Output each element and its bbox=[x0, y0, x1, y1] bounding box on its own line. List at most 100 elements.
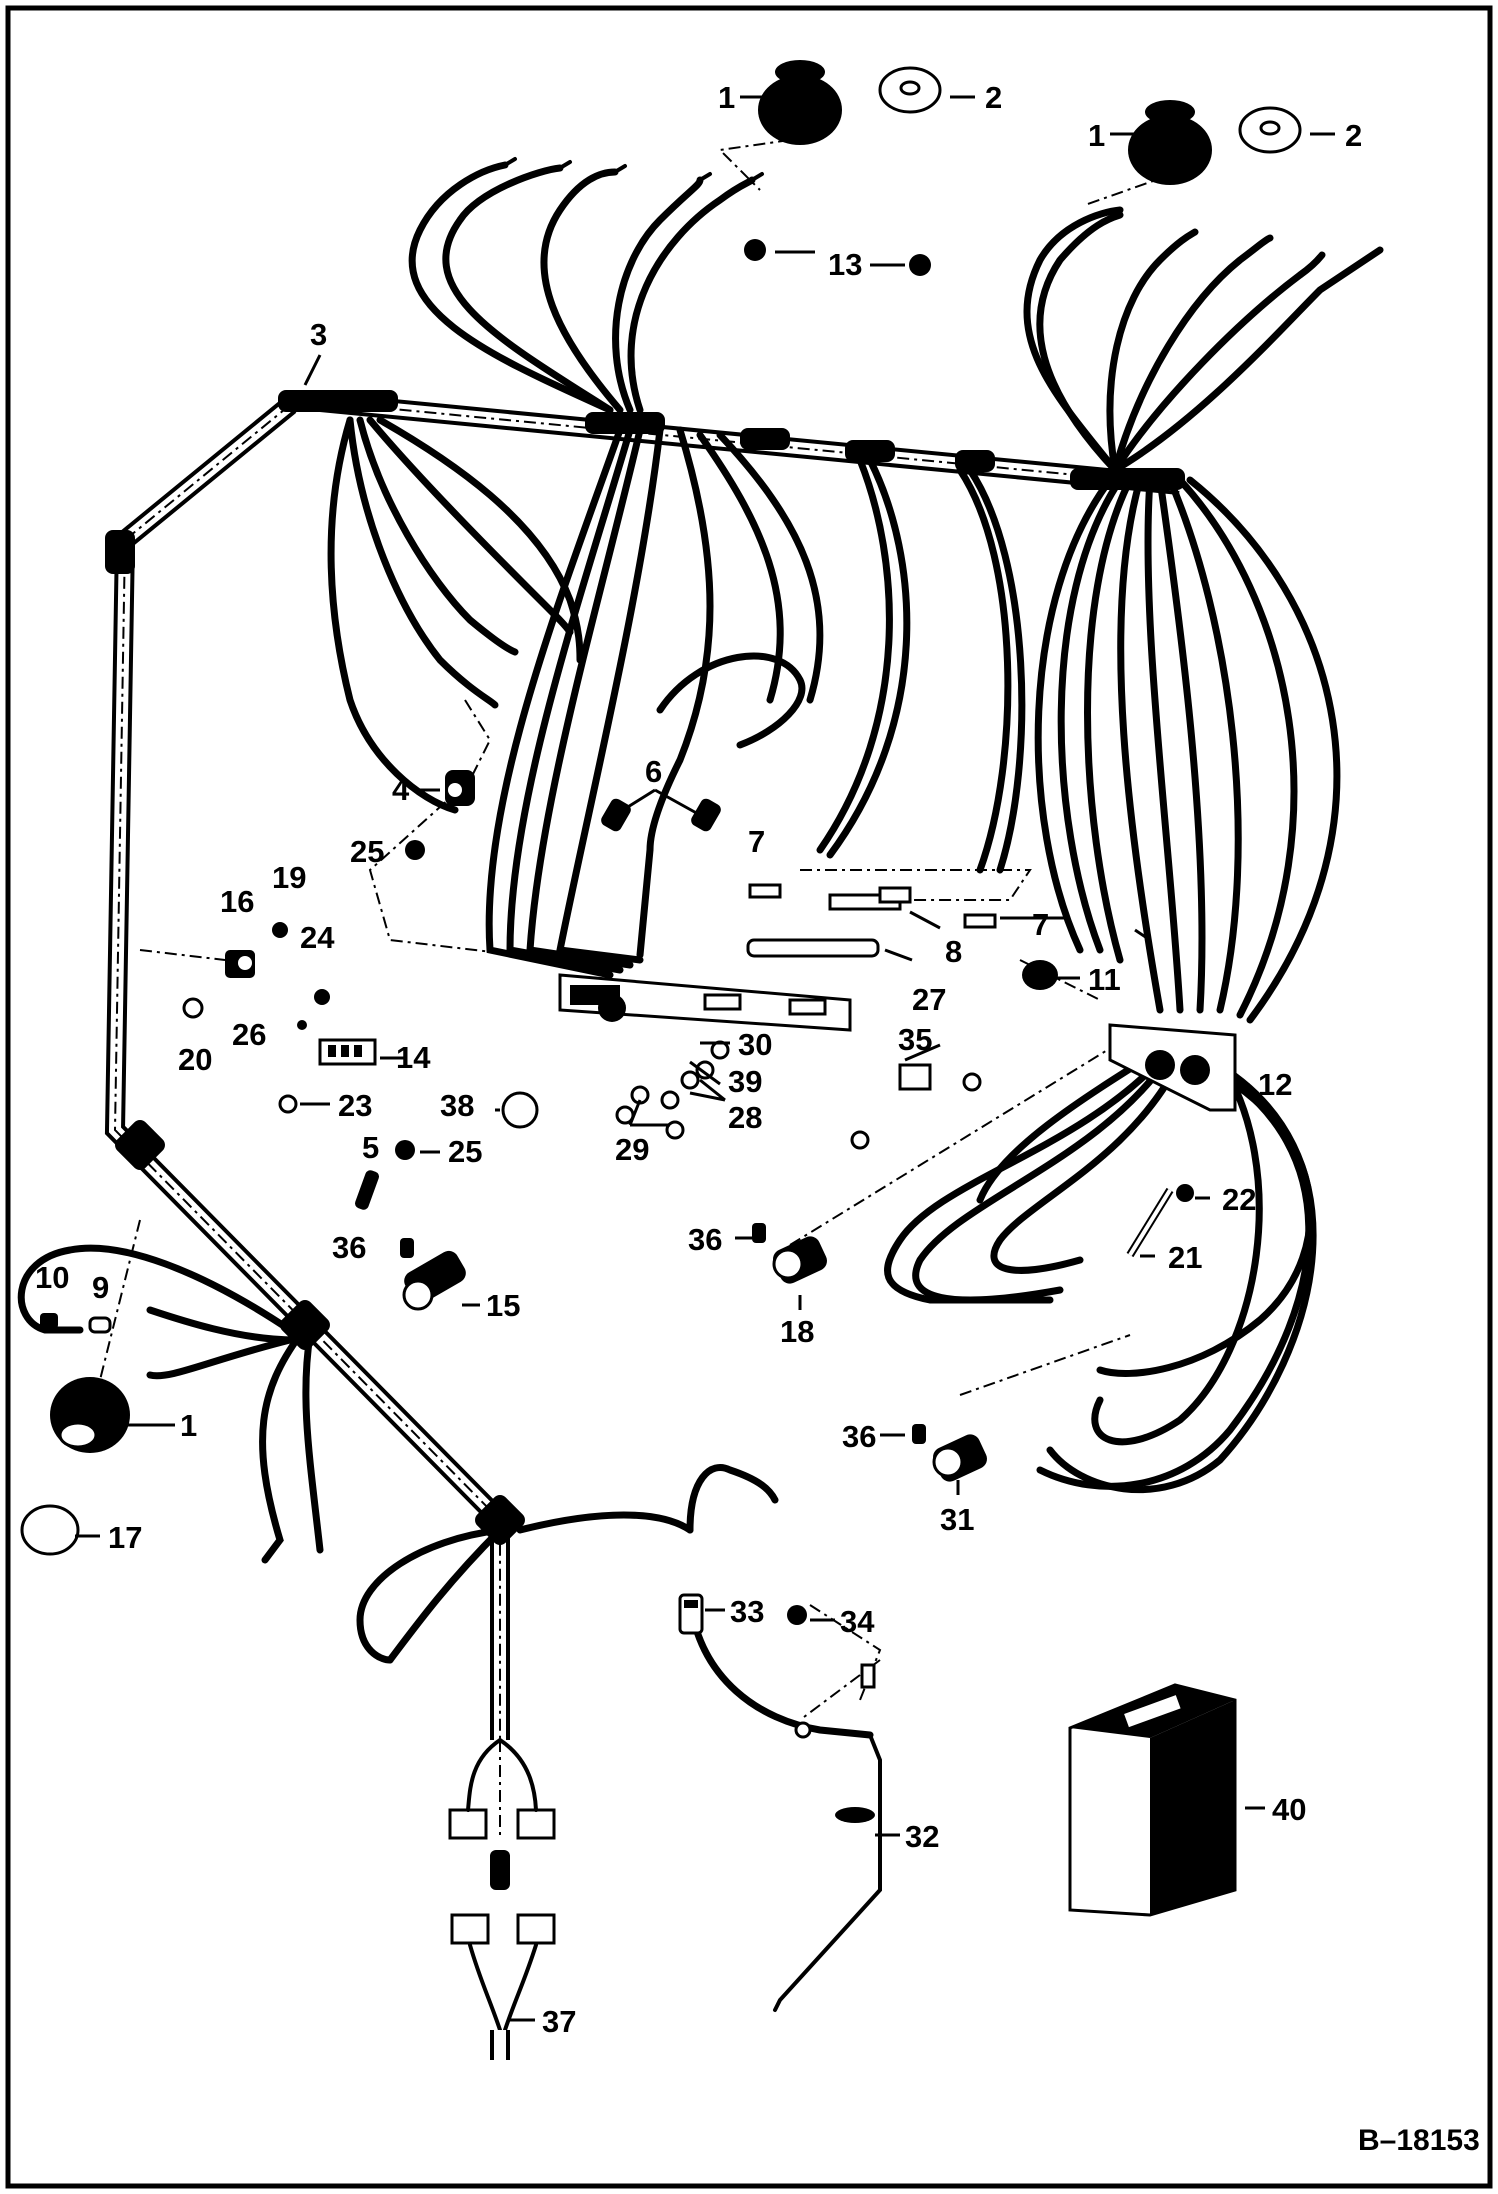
callout-37: 37 bbox=[542, 2004, 576, 2039]
dash-wire-loops bbox=[327, 416, 1026, 979]
callout-36-right: 36 bbox=[842, 1419, 876, 1454]
component-connectors-37-upper bbox=[448, 1738, 556, 1840]
component-grommet-1-top-left bbox=[758, 60, 842, 145]
component-busbar-27 bbox=[746, 938, 880, 958]
component-switch-4 bbox=[445, 770, 475, 806]
callout-15: 15 bbox=[486, 1288, 520, 1323]
component-socket-15 bbox=[402, 1250, 466, 1311]
callout-10: 10 bbox=[35, 1260, 69, 1295]
callout-7-right: 7 bbox=[1032, 907, 1049, 942]
callout-12: 12 bbox=[1258, 1067, 1292, 1102]
callout-26: 26 bbox=[232, 1017, 266, 1052]
callout-17: 17 bbox=[108, 1520, 142, 1555]
component-bolt-21 bbox=[1126, 1187, 1174, 1258]
component-screw-23 bbox=[278, 1094, 298, 1114]
component-plug-2-top-left bbox=[878, 66, 942, 114]
callout-30: 30 bbox=[738, 1027, 772, 1062]
callout-11: 11 bbox=[1088, 962, 1121, 997]
callout-14: 14 bbox=[396, 1040, 431, 1075]
component-socket-31 bbox=[932, 1434, 987, 1482]
component-bulb-36-middle bbox=[752, 1223, 766, 1243]
component-grommet-11 bbox=[1022, 960, 1058, 990]
component-nut-24 bbox=[314, 989, 330, 1005]
component-bracket-8 bbox=[828, 886, 912, 911]
figure-id: B–18153 bbox=[1358, 2124, 1480, 2157]
callout-28: 28 bbox=[728, 1100, 762, 1135]
component-plug-17 bbox=[20, 1504, 80, 1556]
callout-32: 32 bbox=[905, 1819, 939, 1854]
callout-36-middle: 36 bbox=[688, 1222, 722, 1257]
component-clip-13-right bbox=[909, 254, 931, 276]
callout-16: 16 bbox=[220, 884, 254, 919]
callout-1-left: 1 bbox=[180, 1408, 197, 1443]
callout-36-left: 36 bbox=[332, 1230, 366, 1265]
component-switch-panel-12 bbox=[1108, 1023, 1237, 1112]
component-bulb-5 bbox=[354, 1170, 380, 1210]
callout-1-top-right: 1 bbox=[1088, 118, 1105, 153]
callout-leaders bbox=[75, 95, 1335, 2022]
component-connector-14 bbox=[318, 1038, 377, 1066]
callout-labels: 1 2 1 2 13 3 4 6 25 7 7 8 11 16 19 24 27… bbox=[35, 80, 1480, 2157]
component-bulb-36-right bbox=[912, 1424, 926, 1444]
component-connector-33 bbox=[678, 1593, 704, 1635]
component-grommet-1-top-right bbox=[1128, 100, 1212, 185]
callout-33: 33 bbox=[730, 1594, 764, 1629]
callout-20: 20 bbox=[178, 1042, 212, 1077]
callout-7-left: 7 bbox=[748, 824, 765, 859]
component-connectors-37-lower bbox=[450, 1913, 556, 2060]
component-grommet-38 bbox=[501, 1091, 539, 1129]
callout-24: 24 bbox=[300, 920, 335, 955]
component-clip-13-left bbox=[744, 239, 766, 261]
callout-27: 27 bbox=[912, 982, 946, 1017]
component-screw-20 bbox=[182, 997, 204, 1019]
callout-38: 38 bbox=[440, 1088, 474, 1123]
callout-40: 40 bbox=[1272, 1792, 1306, 1827]
callout-13: 13 bbox=[828, 247, 862, 282]
callout-5: 5 bbox=[362, 1130, 379, 1165]
callout-18: 18 bbox=[780, 1314, 814, 1349]
callout-34: 34 bbox=[840, 1604, 875, 1639]
component-nut-25-upper bbox=[405, 840, 425, 860]
component-socket-10 bbox=[40, 1313, 58, 1329]
callout-25-upper: 25 bbox=[350, 834, 384, 869]
component-grommet-1-left bbox=[50, 1377, 130, 1453]
component-socket-18 bbox=[772, 1236, 827, 1284]
diagram-frame bbox=[5, 5, 1493, 2189]
component-nut-22 bbox=[1176, 1184, 1194, 1202]
callout-21: 21 bbox=[1168, 1240, 1202, 1275]
callout-22: 22 bbox=[1222, 1182, 1256, 1217]
callout-8: 8 bbox=[945, 934, 962, 969]
callout-2-top-right: 2 bbox=[1345, 118, 1362, 153]
upper-wire-bundle-right bbox=[1023, 206, 1384, 474]
component-dash-panel bbox=[558, 973, 852, 1032]
assembly-dash-lines bbox=[99, 139, 1171, 1840]
component-fasteners-28-29-30-39 bbox=[615, 1040, 730, 1140]
callout-1-top-left: 1 bbox=[718, 80, 735, 115]
component-fuse-7 bbox=[748, 883, 997, 929]
component-nut-19 bbox=[272, 922, 288, 938]
callout-31: 31 bbox=[940, 1502, 974, 1537]
right-wire-bundle bbox=[1034, 476, 1341, 1024]
component-module-40 bbox=[1068, 1683, 1237, 1917]
callout-2-top-left: 2 bbox=[985, 80, 1002, 115]
component-sensor-32 bbox=[794, 1663, 876, 1823]
callout-25-lower: 25 bbox=[448, 1134, 482, 1169]
callout-35: 35 bbox=[898, 1022, 932, 1057]
component-nut-25-lower bbox=[395, 1140, 415, 1160]
upper-wire-bundle-left bbox=[408, 157, 764, 414]
component-diode-35 bbox=[898, 1063, 932, 1091]
component-screw-35 bbox=[850, 1130, 870, 1150]
lower-right-wire-bundle bbox=[884, 1046, 1317, 1494]
component-plug-2-top-right bbox=[1238, 106, 1302, 154]
callout-9: 9 bbox=[92, 1270, 109, 1305]
callout-4: 4 bbox=[392, 772, 410, 807]
callout-3: 3 bbox=[310, 317, 327, 352]
component-washer-35 bbox=[962, 1072, 982, 1092]
callout-6: 6 bbox=[645, 754, 662, 789]
lower-left-wire-loop bbox=[17, 1244, 324, 1564]
callout-29: 29 bbox=[615, 1132, 649, 1167]
callout-23: 23 bbox=[338, 1088, 372, 1123]
component-bulb-36-left bbox=[400, 1238, 414, 1258]
callout-19: 19 bbox=[272, 860, 306, 895]
